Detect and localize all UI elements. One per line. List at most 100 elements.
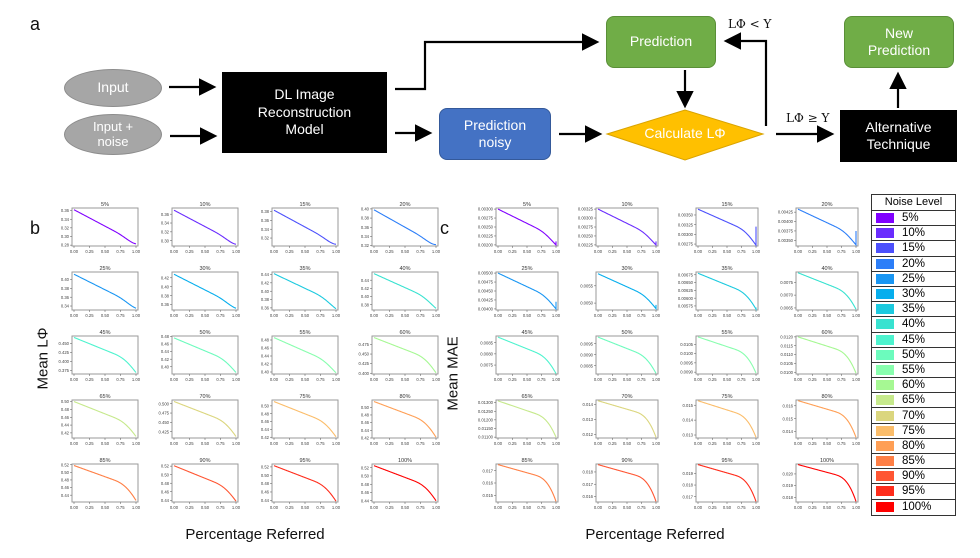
legend-swatch <box>876 289 894 300</box>
series-line <box>497 400 557 438</box>
x-tick-label: 1.00 <box>552 377 561 382</box>
y-tick-label: 0.00400 <box>778 219 794 224</box>
subplot-title: 95% <box>299 458 310 464</box>
subplot-title: 25% <box>521 266 532 272</box>
y-tick-label: 0.00575 <box>678 304 694 309</box>
x-tick-label: 0.75 <box>737 377 746 382</box>
x-tick-label: 0.25 <box>808 441 817 446</box>
y-tick-label: 0.018 <box>683 483 694 488</box>
input-noise-label-2: noise <box>97 133 129 149</box>
subplot-title: 25% <box>99 266 110 272</box>
x-tick-label: 0.75 <box>216 313 225 318</box>
x-tick-label: 0.75 <box>216 505 225 510</box>
y-tick-label: 0.42 <box>361 286 370 291</box>
x-tick-label: 0.50 <box>823 313 832 318</box>
legend-item: 20% <box>872 257 955 272</box>
x-tick-label: 0.75 <box>637 505 646 510</box>
y-tick-label: 0.0090 <box>680 370 693 375</box>
x-tick-label: 0.00 <box>794 377 803 382</box>
x-tick-label: 0.00 <box>494 313 503 318</box>
y-tick-label: 0.40 <box>61 277 70 282</box>
y-tick-label: 0.44 <box>261 272 270 277</box>
y-tick-label: 0.0090 <box>580 352 593 357</box>
legend-item: 15% <box>872 241 955 257</box>
x-tick-label: 0.25 <box>85 441 94 446</box>
legend-item: 60% <box>872 378 955 394</box>
legend-label: 70% <box>902 409 926 422</box>
x-tick-label: 0.25 <box>285 249 294 254</box>
x-tick-label: 0.50 <box>723 505 732 510</box>
x-tick-label: 0.75 <box>416 505 425 510</box>
panel-c-chart-grid: 5%0.003000.002750.002500.002250.002000.0… <box>478 202 861 510</box>
y-tick-label: 0.00325 <box>678 222 694 227</box>
new-prediction-node: New Prediction <box>844 16 954 68</box>
y-tick-label: 0.0110 <box>781 352 794 357</box>
subplot: 35%0.006750.006500.006250.006000.005750.… <box>678 266 761 318</box>
x-tick-label: 0.75 <box>537 505 546 510</box>
x-tick-label: 0.75 <box>316 249 325 254</box>
y-tick-label: 0.00625 <box>678 288 694 293</box>
x-tick-label: 0.00 <box>370 377 379 382</box>
x-tick-label: 0.75 <box>316 505 325 510</box>
y-tick-label: 0.44 <box>61 493 70 498</box>
x-tick-label: 1.00 <box>132 441 141 446</box>
x-tick-label: 0.75 <box>216 249 225 254</box>
panel-b-letter: b <box>30 218 41 238</box>
y-tick-label: 0.00425 <box>778 210 794 215</box>
prediction-label: Prediction <box>629 33 693 50</box>
y-tick-label: 0.020 <box>783 472 794 477</box>
y-tick-label: 0.475 <box>159 411 170 416</box>
legend-label: 85% <box>902 455 926 468</box>
y-tick-label: 0.46 <box>161 342 170 347</box>
y-tick-label: 0.46 <box>261 490 270 495</box>
y-tick-label: 0.36 <box>61 208 70 213</box>
y-tick-label: 0.01250 <box>478 409 494 414</box>
legend-swatch <box>876 228 894 239</box>
arrow-calculate-to-prediction <box>723 32 768 126</box>
legend-label: 35% <box>902 303 926 316</box>
series-line <box>373 273 437 309</box>
y-tick-label: 0.38 <box>361 302 370 307</box>
subplot: 5%0.003000.002750.002500.002250.002000.0… <box>478 202 561 254</box>
series-line <box>73 401 137 437</box>
x-tick-label: 0.50 <box>723 313 732 318</box>
legend-item: 50% <box>872 348 955 363</box>
y-tick-label: 0.46 <box>361 420 370 425</box>
y-tick-label: 0.44 <box>61 423 70 428</box>
subplot-frame <box>71 399 139 439</box>
subplot-title: 45% <box>521 330 532 336</box>
y-tick-label: 0.013 <box>583 417 594 422</box>
x-tick-label: 0.25 <box>808 313 817 318</box>
prediction-noisy-label-1: Prediction <box>463 116 527 133</box>
x-tick-label: 0.75 <box>837 313 846 318</box>
legend-item: 80% <box>872 439 955 454</box>
x-tick-label: 1.00 <box>232 505 241 510</box>
y-tick-label: 0.36 <box>161 302 170 307</box>
y-tick-label: 0.425 <box>59 350 70 355</box>
y-tick-label: 0.017 <box>583 482 594 487</box>
x-tick-label: 1.00 <box>332 505 341 510</box>
legend-label: 10% <box>902 227 926 240</box>
calculate-label: Calculate LΦ <box>644 125 726 142</box>
x-tick-label: 0.50 <box>301 505 310 510</box>
legend-item: 65% <box>872 393 955 409</box>
subplot-frame <box>371 463 439 503</box>
y-tick-label: 0.00250 <box>478 225 494 230</box>
x-tick-label: 0.25 <box>385 377 394 382</box>
y-tick-label: 0.30 <box>61 234 70 239</box>
y-tick-label: 0.01100 <box>478 435 493 440</box>
y-tick-label: 0.017 <box>483 468 494 473</box>
x-tick-label: 0.00 <box>794 441 803 446</box>
x-tick-label: 0.50 <box>401 441 410 446</box>
subplot-frame <box>371 399 439 439</box>
x-tick-label: 0.00 <box>170 377 179 382</box>
subplot-frame <box>595 335 659 375</box>
y-tick-label: 0.0095 <box>680 360 693 365</box>
y-tick-label: 0.42 <box>61 431 70 436</box>
subplot-frame <box>495 463 559 503</box>
y-tick-label: 0.00425 <box>478 298 494 303</box>
